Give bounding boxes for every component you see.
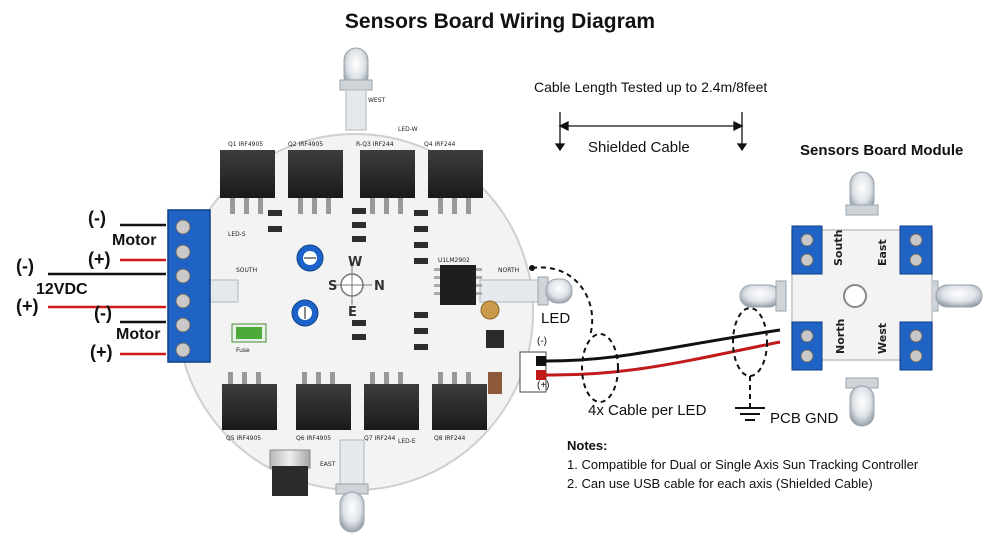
motor1-plus-label: (+) (88, 249, 111, 269)
supply-plus-label: (+) (16, 296, 39, 316)
module-led-right (927, 280, 983, 312)
module-terminal-north (791, 321, 823, 371)
main-pcb: Q1 IRF4905 Q2 IRF4905 R-Q3 IRF244 Q4 IRF… (167, 47, 573, 533)
note-item: 2. Can use USB cable for each axis (Shie… (567, 476, 873, 491)
pcb-label-q3: R-Q3 IRF244 (356, 141, 394, 148)
module-terminal-south (791, 225, 823, 275)
terminal-block-main (167, 209, 211, 363)
pcb-label-q4: Q4 IRF244 (424, 141, 455, 148)
pcb-label-u1: U1 (438, 257, 446, 264)
led-west-top (339, 47, 373, 131)
module-label-north: North (834, 319, 847, 354)
motor1-label: Motor (112, 232, 157, 249)
potentiometer-small (480, 300, 500, 320)
pcb-led-connector (519, 351, 547, 393)
mosfet-q8 (432, 372, 487, 430)
module-title: Sensors Board Module (800, 142, 964, 159)
motor1-minus-label: (-) (88, 208, 106, 228)
compass-e-label: N (374, 279, 385, 294)
pcb-label-south: SOUTH (236, 267, 257, 274)
motor2-plus-label: (+) (90, 342, 113, 362)
resistor-array (268, 208, 428, 350)
notes-heading: Notes: (567, 438, 608, 453)
pcb-label-led-e: LED-E (398, 438, 416, 445)
led-plus-label: (+) (537, 380, 550, 391)
ic-u1 (434, 265, 482, 305)
led-cables (545, 328, 781, 377)
mosfet-q4 (428, 150, 483, 214)
mosfet-q5 (222, 372, 277, 430)
mosfet-q7 (364, 372, 419, 430)
compass (332, 265, 372, 305)
pcb-label-q5: Q5 IRF4905 (226, 435, 261, 442)
led-minus-label: (-) (537, 336, 547, 347)
pcb-label-q1: Q1 IRF4905 (228, 141, 263, 148)
supply-minus-label: (-) (16, 256, 34, 276)
module-led-bottom (845, 377, 879, 427)
note-item: 1. Compatible for Dual or Single Axis Su… (567, 457, 919, 472)
ground-symbol (735, 407, 765, 421)
shield-indicators (531, 266, 768, 408)
supply-label: 12VDC (36, 281, 88, 298)
module-led-top (845, 171, 879, 216)
notes-block: Notes: 1. Compatible for Dual or Single … (567, 436, 918, 493)
trimmer-pot-north-south (296, 244, 324, 272)
compass-n-label: W (348, 255, 362, 270)
pcb-label-q2: Q2 IRF4905 (288, 141, 323, 148)
motor2-label: Motor (116, 326, 161, 343)
shielded-cable-label: Shielded Cable (588, 139, 690, 156)
diagram-title: Sensors Board Wiring Diagram (344, 10, 656, 33)
module-label-west: West (876, 323, 889, 354)
cable-dimension (554, 112, 748, 152)
pcb-label-west: WEST (368, 97, 386, 104)
pcb-label-north: NORTH (498, 267, 519, 274)
mosfet-q2 (288, 150, 343, 214)
pcb-label-lm2902: LM2902 (446, 257, 470, 264)
motor2-minus-label: (-) (94, 303, 112, 323)
cable-length-label: Cable Length Tested up to 2.4m/8feet (534, 79, 768, 95)
cable-per-led-label: 4x Cable per LED (588, 402, 707, 419)
voltage-regulator (269, 449, 311, 496)
pcb-gnd-label: PCB GND (770, 410, 839, 427)
pcb-label-q7: Q7 IRF244 (364, 435, 395, 442)
module-center-hole (843, 284, 867, 308)
pcb-label-fuse: Fuse (236, 347, 250, 354)
pcb-label-led-s: LED-S (228, 231, 246, 238)
photo-resistor (488, 372, 502, 394)
compass-s-label: S (328, 279, 337, 294)
led-east-bottom (335, 439, 369, 533)
module-label-east: East (876, 239, 889, 266)
ic-small (486, 330, 504, 348)
module-terminal-west (899, 321, 933, 371)
led-north-right (479, 276, 573, 306)
pcb-label-q8: Q8 IRF244 (434, 435, 465, 442)
pcb-label-east: EAST (320, 461, 336, 468)
mosfet-q3 (360, 150, 415, 214)
mosfet-q6 (296, 372, 351, 430)
sensor-module: South East North West (739, 171, 983, 427)
module-label-south: South (832, 230, 845, 266)
led-label: LED (541, 310, 571, 327)
module-terminal-east (899, 225, 933, 275)
left-wiring (48, 223, 166, 356)
trimmer-pot-east-west (291, 299, 319, 327)
compass-w-label: E (348, 305, 357, 320)
module-led-left (739, 280, 787, 312)
pcb-label-q6: Q6 IRF4905 (296, 435, 331, 442)
north-led-node (529, 265, 535, 271)
pcb-label-led-w: LED-W (398, 126, 418, 133)
mosfet-q1 (220, 150, 275, 214)
